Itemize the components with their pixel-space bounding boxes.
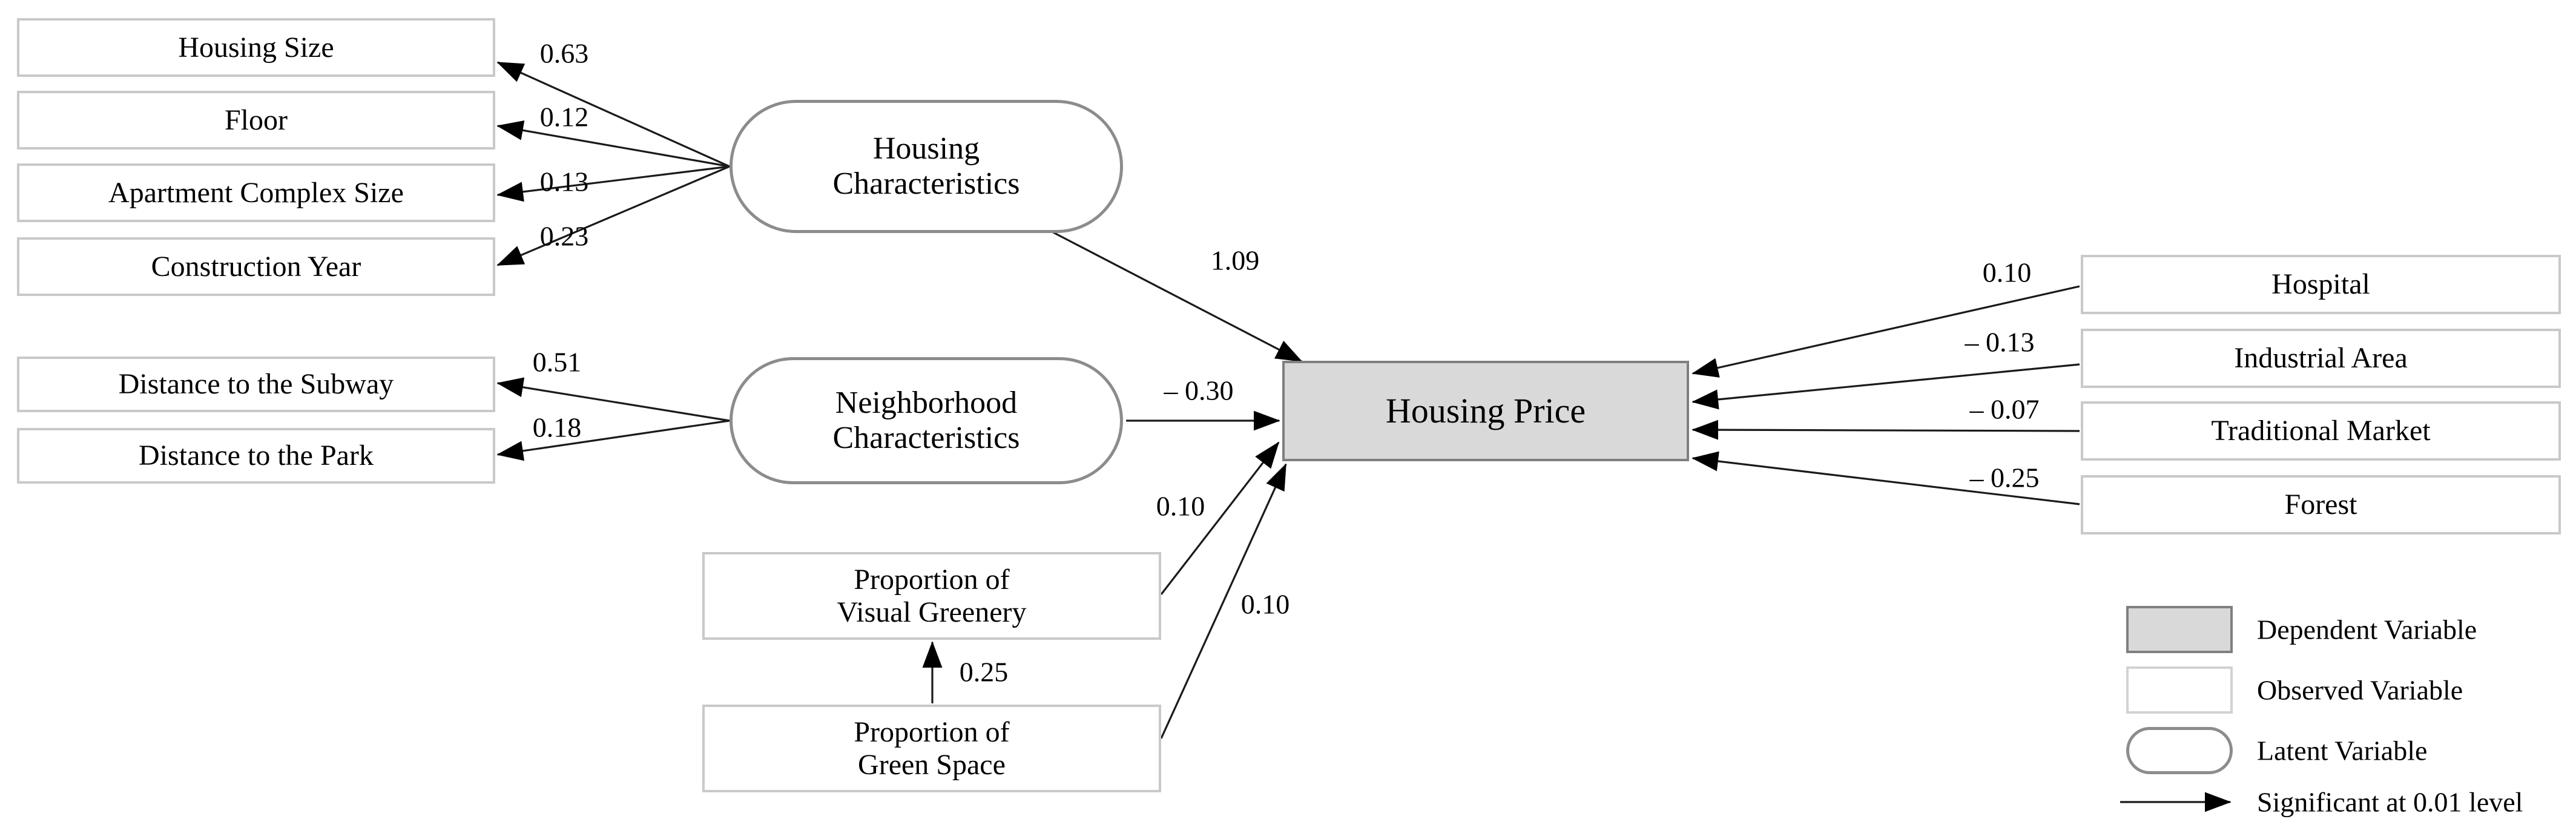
oval-housing-characteristics: Housing Characteristics (730, 100, 1123, 233)
box-floor: Floor (17, 91, 495, 150)
coef-hc-housing-price: 1.09 (1210, 245, 1260, 276)
edge-hospital-housing-price (1692, 285, 2080, 378)
box-green-space: Proportion of Green Space (702, 705, 1161, 792)
box-housing-price: Housing Price (1282, 361, 1689, 461)
edge-green-space-housing-price (1160, 463, 1287, 739)
legend-latent-swatch (2126, 727, 2233, 774)
legend-latent-label: Latent Variable (2257, 735, 2428, 766)
oval-neighborhood-characteristics: Neighborhood Characteristics (730, 357, 1123, 484)
edge-hc-housing-price (1033, 221, 1303, 363)
box-forest: Forest (2081, 475, 2561, 534)
legend-observed-label: Observed Variable (2257, 674, 2463, 706)
box-housing-size: Housing Size (17, 18, 495, 77)
edge-visual-greenery-housing-price (1160, 441, 1280, 595)
coef-hc-construction-year: 0.23 (539, 220, 589, 252)
legend-observed-swatch (2126, 666, 2233, 714)
legend-dependent-swatch (2126, 606, 2233, 653)
box-distance-subway: Distance to the Subway (17, 357, 495, 412)
edge-forest-housing-price (1692, 451, 2080, 505)
coef-hc-apartment-complex-size: 0.13 (539, 166, 589, 197)
coef-green-space-visual-greenery: 0.25 (959, 656, 1009, 688)
box-apartment-complex-size: Apartment Complex Size (17, 163, 495, 222)
box-hospital: Hospital (2081, 255, 2561, 314)
coef-hc-housing-size: 0.63 (539, 38, 589, 69)
edge-traditional-market-housing-price (1692, 419, 2080, 440)
coef-industrial-area-housing-price: – 0.13 (1965, 326, 2035, 358)
box-distance-park: Distance to the Park (17, 428, 495, 484)
edge-hc-housing-size (496, 61, 730, 168)
coef-visual-greenery-housing-price: 0.10 (1156, 490, 1205, 522)
coef-nc-distance-park: 0.18 (532, 412, 582, 443)
edge-nc-distance-park (496, 419, 730, 461)
coef-forest-housing-price: – 0.25 (1969, 462, 2040, 493)
edge-hc-construction-year (496, 165, 730, 266)
coef-nc-housing-price: – 0.30 (1164, 375, 1234, 406)
coef-green-space-housing-price: 0.10 (1240, 588, 1290, 620)
box-visual-greenery: Proportion of Visual Greenery (702, 552, 1161, 640)
coef-hospital-housing-price: 0.10 (1982, 257, 2032, 288)
box-industrial-area: Industrial Area (2081, 329, 2561, 388)
box-construction-year: Construction Year (17, 237, 495, 296)
edge-hc-apartment-complex-size (496, 165, 730, 202)
legend-significant-label: Significant at 0.01 level (2257, 786, 2523, 818)
legend-dependent-label: Dependent Variable (2257, 614, 2477, 645)
edge-industrial-area-housing-price (1692, 363, 2080, 410)
box-traditional-market: Traditional Market (2081, 401, 2561, 461)
coef-nc-distance-subway: 0.51 (532, 346, 582, 378)
coef-traditional-market-housing-price: – 0.07 (1969, 393, 2040, 425)
edge-nc-distance-subway (496, 377, 730, 422)
coef-hc-floor: 0.12 (539, 101, 589, 133)
edge-hc-floor (496, 120, 730, 168)
